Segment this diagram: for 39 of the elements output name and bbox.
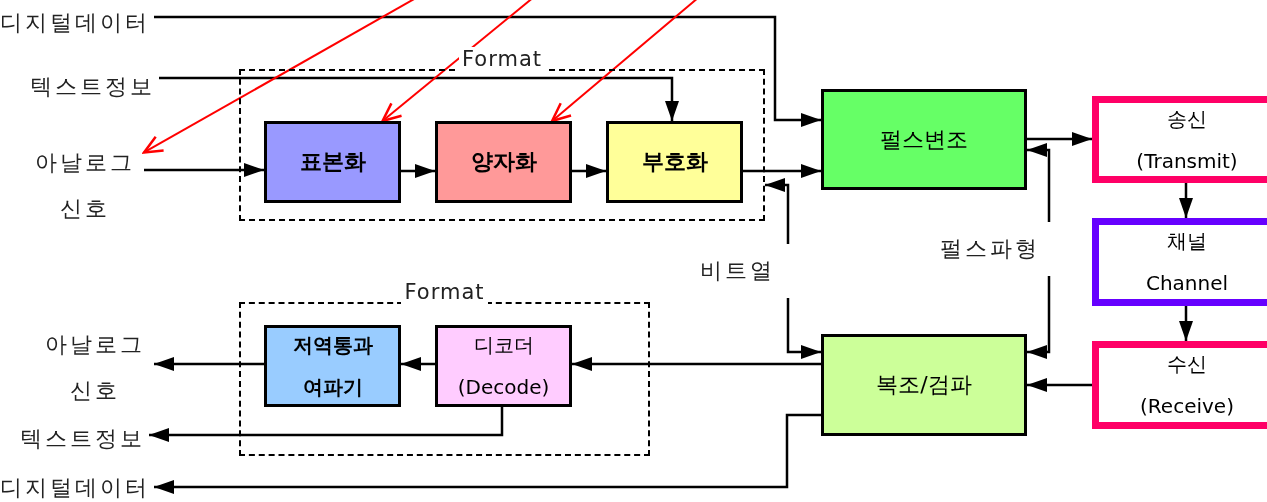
arrow [1027,143,1051,222]
group-title: Format [241,280,648,304]
signal-label: 비트열 [700,248,775,294]
arrow [1027,132,1092,146]
process-box: 디코더 (Decode) [435,325,572,407]
process-box: 복조/검파 [821,334,1027,436]
arrow [743,164,821,178]
signal-label: 아날로그 신호 [40,322,150,414]
arrow [765,178,790,244]
signal-label: 텍스트정보 [20,416,145,462]
arrow [154,413,821,494]
arrow [1179,183,1193,218]
arrow [1027,378,1092,392]
signal-label: 디지털데이터 [0,0,150,46]
arrow [572,357,821,371]
arrow [159,76,679,121]
signal-label: 아날로그 신호 [30,140,140,232]
process-box: 채널 Channel [1092,218,1267,306]
arrow [1027,276,1051,359]
arrow [401,164,435,178]
arrow [1179,306,1193,341]
arrow [154,357,264,371]
process-box: 부호화 [606,121,743,203]
process-box: 저역통과 여파기 [264,325,401,407]
arrow [144,163,264,177]
arrow [786,298,821,359]
group-title: Format [241,47,763,71]
process-box: 펄스변조 [821,89,1027,190]
arrow [572,164,606,178]
arrow [149,407,504,442]
signal-label: 펄스파형 [940,226,1040,272]
process-box: 송신 (Transmit) [1092,96,1267,183]
signal-label: 디지털데이터 [0,465,150,502]
arrow [401,357,435,371]
signal-label: 텍스트정보 [30,64,155,110]
process-box: 수신 (Receive) [1092,341,1267,429]
arrow [154,15,821,127]
process-box: 양자화 [435,121,572,203]
process-box: 표본화 [264,121,401,203]
